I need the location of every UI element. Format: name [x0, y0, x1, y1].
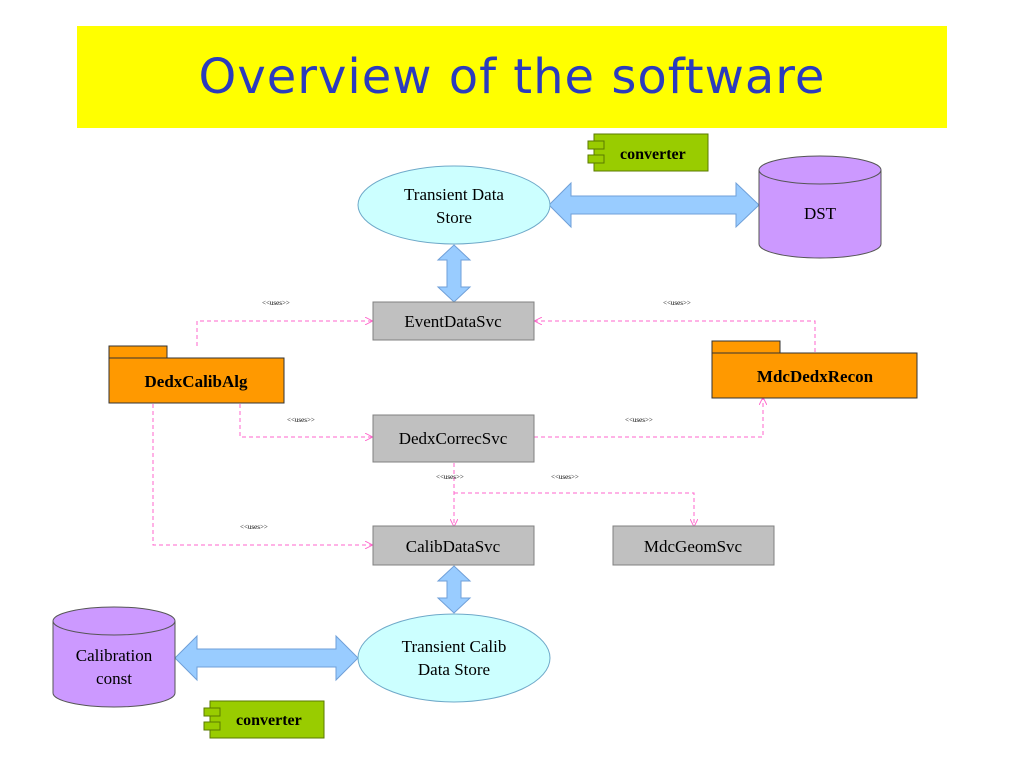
- calibration-const-database-icon: Calibration const: [52, 606, 176, 708]
- dst-database-icon: DST: [758, 155, 882, 259]
- data-flow-arrow-eventdatasvc: [436, 244, 472, 303]
- uses-label: <<uses>>: [287, 416, 315, 424]
- package-dedx-calib-alg: DedxCalibAlg: [108, 345, 285, 404]
- data-flow-arrow-calibconst: [174, 634, 359, 682]
- mdc-geom-svc-label: MdcGeomSvc: [644, 537, 743, 556]
- dst-label: DST: [804, 204, 837, 223]
- converter-component-top: converter: [587, 133, 709, 172]
- uses-label: <<uses>>: [663, 299, 691, 307]
- transient-calib-data-store: Transient Calib Data Store: [357, 613, 551, 703]
- dep-recon-eventdatasvc: [535, 321, 816, 352]
- event-data-svc-label: EventDataSvc: [404, 312, 502, 331]
- package-mdc-dedx-recon: MdcDedxRecon: [711, 340, 918, 399]
- converter-bottom-label: converter: [236, 712, 302, 729]
- converter-component-bottom: converter: [203, 700, 325, 739]
- mdc-dedx-recon-label: MdcDedxRecon: [757, 367, 874, 386]
- transient-data-store-line1: Transient Data: [404, 185, 504, 204]
- service-event-data-svc: EventDataSvc: [372, 301, 535, 341]
- service-mdc-geom-svc: MdcGeomSvc: [612, 525, 775, 566]
- transient-calib-store-line1: Transient Calib: [402, 637, 507, 656]
- uses-label: <<uses>>: [240, 523, 268, 531]
- dep-calibalg-correcsvc: [239, 404, 372, 437]
- uses-label: <<uses>>: [262, 299, 290, 307]
- uses-labels: <<uses>> <<uses>> <<uses>> <<uses>> <<us…: [240, 299, 691, 531]
- calibration-const-line2: const: [96, 669, 132, 688]
- uses-label: <<uses>>: [551, 473, 579, 481]
- dep-correcsvc-geomsvc: [454, 492, 694, 526]
- title-banner: Overview of the software: [77, 26, 947, 128]
- dependency-lines: [152, 321, 816, 545]
- dep-correcsvc-recon: [534, 398, 763, 438]
- transient-data-store: Transient Data Store: [357, 165, 551, 245]
- calibration-const-line1: Calibration: [76, 646, 153, 665]
- dep-calibalg-eventdatasvc: [196, 321, 372, 346]
- transient-data-store-line2: Store: [436, 208, 472, 227]
- dedx-calib-alg-label: DedxCalibAlg: [145, 372, 248, 391]
- service-calib-data-svc: CalibDataSvc: [372, 525, 535, 566]
- dep-calibalg-calibdatasvc: [152, 404, 372, 545]
- data-flow-arrow-dst: [548, 181, 760, 229]
- converter-top-label: converter: [620, 146, 686, 163]
- calib-data-svc-label: CalibDataSvc: [406, 537, 501, 556]
- transient-calib-store-line2: Data Store: [418, 660, 490, 679]
- service-dedx-correc-svc: DedxCorrecSvc: [372, 414, 535, 463]
- data-flow-arrow-calibdatasvc: [436, 565, 472, 614]
- page-title: Overview of the software: [198, 49, 826, 105]
- dedx-correc-svc-label: DedxCorrecSvc: [399, 429, 508, 448]
- uses-label: <<uses>>: [625, 416, 653, 424]
- uses-label: <<uses>>: [436, 473, 464, 481]
